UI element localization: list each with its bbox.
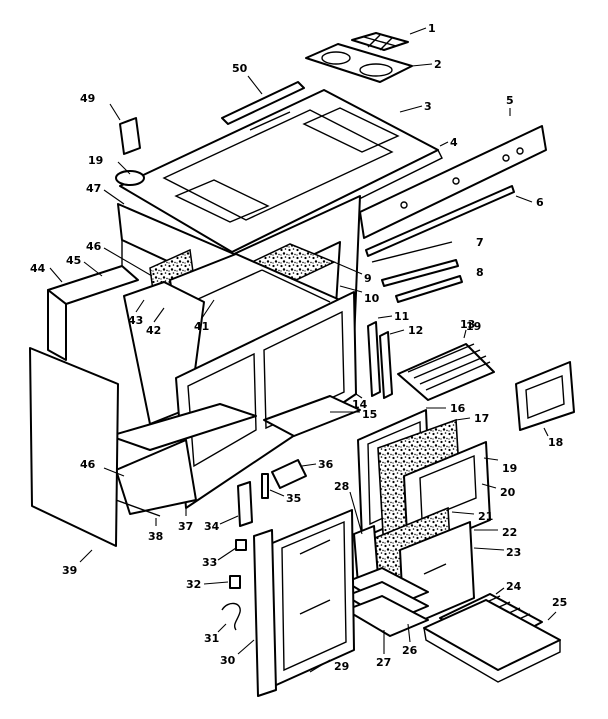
callout-44: 44 (30, 262, 46, 275)
callout-22: 22 (502, 526, 517, 539)
callout-4: 4 (450, 136, 458, 149)
callout-3: 3 (424, 100, 432, 113)
callout-10: 10 (364, 292, 380, 305)
part-13-rack (397, 343, 495, 401)
part-32-clip (229, 575, 241, 589)
part-26-stack (345, 567, 429, 637)
callout-21: 21 (478, 510, 493, 523)
part-8-rod (381, 259, 463, 303)
callout-26: 26 (402, 644, 418, 657)
callout-11: 11 (394, 310, 409, 323)
callout-19: 19 (502, 462, 517, 475)
callout-40: 19 (88, 154, 103, 167)
part-25-broiler-pan (423, 599, 561, 683)
callout-36: 36 (318, 458, 334, 471)
part-5-backguard (359, 125, 547, 239)
callout-19b: 19 (466, 320, 481, 333)
part-12-strip (379, 331, 393, 399)
part-6-strip (365, 185, 515, 257)
part-50-rail (221, 81, 305, 125)
callout-41: 41 (194, 320, 209, 333)
callout-32: 32 (186, 578, 201, 591)
part-15-rail (263, 395, 361, 437)
part-38-kick-plate (115, 499, 161, 517)
callout-9: 9 (364, 272, 372, 285)
callout-2: 2 (434, 58, 442, 71)
part-34-plate (237, 481, 253, 527)
callout-23: 23 (506, 546, 521, 559)
callout-48: 46 (80, 458, 96, 471)
callout-31: 31 (204, 632, 219, 645)
part-30-drawer-back (253, 529, 277, 697)
callout-5: 5 (506, 94, 514, 107)
part-2-cooktop-pan (305, 43, 413, 83)
part-49-bracket (119, 117, 141, 155)
callout-14: 14 (352, 398, 368, 411)
callout-27: 27 (376, 656, 391, 669)
callout-16: 16 (450, 402, 466, 415)
part-48-knob (115, 170, 145, 186)
callout-37: 37 (178, 520, 193, 533)
part-36-bracket (271, 459, 307, 489)
callout-35: 35 (286, 492, 301, 505)
callout-12: 12 (408, 324, 423, 337)
callout-15: 15 (362, 408, 377, 421)
callout-50: 50 (232, 62, 248, 75)
callout-18: 18 (548, 436, 563, 449)
callout-1: 1 (428, 22, 436, 35)
callout-29: 29 (334, 660, 349, 673)
part-1-grate (351, 32, 409, 51)
part-40-base (109, 403, 257, 515)
callout-47: 47 (86, 182, 101, 195)
part-31-hook (221, 602, 241, 631)
callout-7: 7 (476, 236, 484, 249)
part-33-clip (235, 539, 247, 551)
callout-25: 25 (552, 596, 567, 609)
part-7-rod (371, 241, 453, 263)
callout-39: 39 (62, 564, 77, 577)
part-39-side-panel (29, 347, 119, 547)
part-35-pin (261, 473, 269, 499)
callout-20: 20 (500, 486, 516, 499)
callout-49: 49 (80, 92, 95, 105)
callout-24: 24 (506, 580, 522, 593)
callout-13: 13 (460, 318, 475, 331)
callout-28: 28 (334, 480, 349, 493)
callout-46: 46 (86, 240, 102, 253)
callout-8: 8 (476, 266, 484, 279)
callout-33: 33 (202, 556, 217, 569)
part-44-side-panel (47, 265, 139, 361)
callout-43: 43 (128, 314, 143, 327)
callout-45: 45 (66, 254, 81, 267)
part-18-window (515, 361, 575, 431)
callout-6: 6 (536, 196, 544, 209)
callout-42: 42 (146, 324, 161, 337)
callout-38: 38 (148, 530, 163, 543)
callout-labels: 1 2 3 4 5 6 7 8 9 10 11 12 13 14 15 16 1… (30, 22, 567, 673)
part-11-strip (367, 321, 381, 397)
callout-30: 30 (220, 654, 236, 667)
callout-34: 34 (204, 520, 220, 533)
callout-17: 17 (474, 412, 489, 425)
